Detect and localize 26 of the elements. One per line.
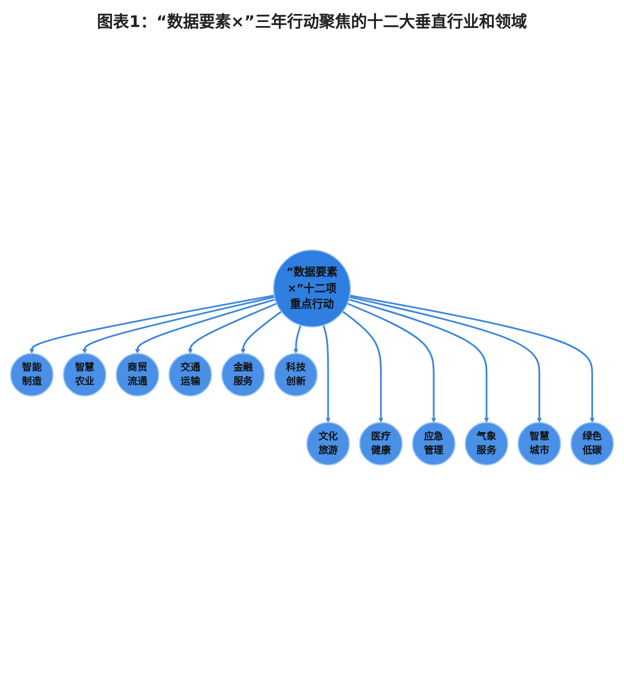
node-circle: 绿色低碳: [570, 422, 614, 466]
node-circle: 科技创新: [274, 352, 318, 396]
node-circle: 应急管理: [412, 422, 456, 466]
arrow: [347, 302, 436, 423]
title: 图表1：“数据要素×”三年行动聚焦的十二大垂直行业和领域: [96, 11, 528, 32]
node-circle: 医疗健康: [359, 422, 403, 466]
node-circle: 智慧城市: [518, 422, 562, 466]
node-circle: 交通运输: [168, 352, 212, 396]
node-circle: 文化旅游: [306, 422, 350, 466]
arrow: [349, 296, 542, 423]
node-circle: 商贸流通: [116, 352, 160, 396]
node-circle: “数据要素×”十二项重点行动: [273, 250, 351, 328]
arrow: [293, 324, 302, 354]
node-circle: 气象服务: [464, 422, 508, 466]
arrow: [82, 296, 275, 354]
arrow: [240, 310, 282, 354]
arrow: [29, 294, 274, 354]
node-circle: 智慧农业: [62, 352, 106, 396]
arrow: [350, 294, 595, 423]
node-circle: 金融服务: [221, 352, 265, 396]
node-circle: 智能制造: [10, 352, 54, 396]
arrow: [348, 298, 490, 423]
arrow: [134, 298, 276, 354]
arrow: [342, 310, 384, 423]
arrow: [188, 302, 277, 354]
arrow: [322, 324, 331, 423]
